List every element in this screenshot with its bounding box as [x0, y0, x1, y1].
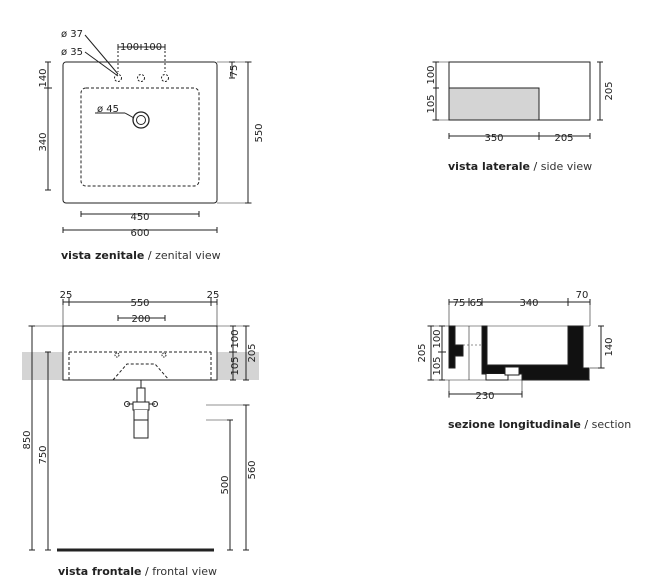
front-dim-850: 850	[22, 430, 33, 449]
caption-sezione: sezione longitudinale / section	[448, 418, 631, 431]
front-dim-205: 205	[247, 343, 258, 362]
front-dim-550: 550	[130, 298, 149, 309]
tap-hole-left	[114, 74, 122, 82]
front-dim-750: 750	[38, 445, 49, 464]
dim-100-left: 100	[120, 42, 139, 53]
dim-600: 600	[130, 228, 149, 239]
sec-dim-205: 205	[417, 343, 428, 362]
caption-separator: /	[584, 418, 589, 431]
dim-phi37: ø 37	[61, 29, 83, 40]
side-view	[432, 61, 603, 140]
sec-dim-105: 105	[432, 356, 443, 375]
caption-zenital-it: vista zenitale	[61, 249, 145, 262]
front-dim-560: 560	[247, 460, 258, 479]
front-dim-100: 100	[230, 329, 241, 348]
drain-outer	[132, 111, 150, 129]
dim-550: 550	[254, 123, 265, 142]
sec-dim-70: 70	[576, 290, 589, 301]
sec-dim-140: 140	[604, 337, 615, 356]
front-dim-200: 200	[131, 314, 150, 325]
dim-140: 140	[38, 68, 49, 87]
caption-sezione-en: section	[591, 418, 632, 431]
section-view	[427, 298, 605, 398]
dim-450: 450	[130, 212, 149, 223]
drain-inner	[136, 115, 146, 125]
caption-separator: /	[145, 565, 149, 578]
caption-frontale-it: vista frontale	[58, 565, 142, 578]
tap-hole-center	[137, 74, 145, 82]
wall-band-right	[217, 352, 259, 380]
caption-frontale: vista frontale / frontal view	[58, 565, 217, 578]
caption-separator: /	[533, 160, 538, 173]
side-dim-100: 100	[426, 65, 437, 84]
section-bowl	[481, 325, 590, 381]
side-wall-area	[448, 87, 540, 121]
dim-340: 340	[38, 132, 49, 151]
section-wall-back	[448, 325, 464, 369]
caption-laterale-it: vista laterale	[448, 160, 530, 173]
front-dim-25-right: 25	[207, 290, 220, 301]
dim-phi35: ø 35	[61, 47, 83, 58]
sec-dim-65: 65	[470, 298, 483, 309]
frontal-view	[22, 298, 259, 552]
bowl-outline	[80, 87, 200, 187]
front-dim-500: 500	[220, 475, 231, 494]
sec-dim-230: 230	[475, 391, 494, 402]
basin-outline	[62, 61, 218, 204]
sec-dim-75: 75	[453, 298, 466, 309]
frontal-basin	[62, 325, 218, 381]
caption-separator: /	[147, 249, 152, 262]
side-dim-205: 205	[604, 81, 615, 100]
side-dim-105: 105	[426, 94, 437, 113]
caption-zenital-en: zenital view	[155, 249, 221, 262]
dim-75: 75	[229, 65, 240, 78]
dim-100-right: 100	[143, 42, 162, 53]
front-dim-25-left: 25	[60, 290, 73, 301]
side-dim-350: 350	[484, 133, 503, 144]
side-dim-205-bottom: 205	[554, 133, 573, 144]
caption-frontale-en: frontal view	[152, 565, 218, 578]
wall-band-left	[22, 352, 63, 380]
tap-hole-right	[161, 74, 169, 82]
front-dim-105: 105	[230, 356, 241, 375]
sec-dim-100: 100	[432, 329, 443, 348]
caption-laterale: vista laterale / side view	[448, 160, 592, 173]
zenital-view	[44, 34, 252, 233]
caption-sezione-it: sezione longitudinale	[448, 418, 581, 431]
caption-laterale-en: side view	[540, 160, 593, 173]
caption-zenital: vista zenitale / zenital view	[61, 249, 221, 262]
sec-dim-340: 340	[519, 298, 538, 309]
dim-phi45: ø 45	[97, 104, 119, 115]
